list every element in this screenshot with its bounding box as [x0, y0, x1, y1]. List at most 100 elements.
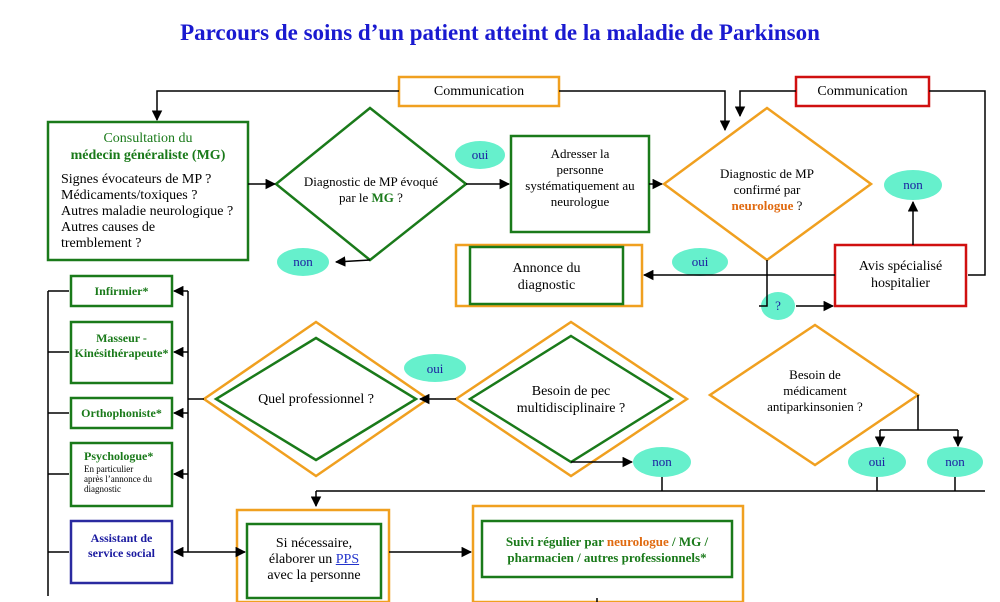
oval-non-4-label: non: [945, 454, 965, 469]
consultation-line1: Consultation du: [103, 131, 193, 146]
avis-line2: hospitalier: [870, 276, 931, 291]
communication-box-2: [794, 75, 931, 108]
oval-oui-4-label: oui: [868, 454, 886, 469]
diag-confirme-line3-post: ?: [793, 198, 803, 213]
consultation-q3: Autres maladie neurologique ?: [61, 204, 234, 219]
oval-question: [761, 292, 795, 320]
page-title: Parcours de soins d’un patient atteint d…: [180, 20, 820, 45]
psychologue-note-3: diagnostic: [84, 484, 121, 494]
oval-question-label: ?: [775, 298, 781, 313]
suivi-mg: MG: [678, 534, 702, 549]
communication-label-1: Communication: [433, 84, 525, 99]
suivi-box-inner: [480, 519, 734, 579]
psychologue-note-1: En particulier: [84, 464, 134, 474]
oval-oui-2-label: oui: [691, 254, 709, 269]
assistant-box: [69, 519, 174, 585]
annonce-line1: Annonce du: [512, 261, 581, 276]
connectors: [47, 90, 986, 602]
masseur-label: Masseur - Kinésithérapeute*: [71, 331, 172, 361]
quel-pro-diamond-inner: [213, 336, 419, 462]
infirmier-box: [69, 274, 174, 308]
pps-box-inner: [245, 522, 383, 600]
consultation-box: [46, 120, 250, 262]
avis-text: Avis spécialisé hospitalier: [835, 258, 966, 292]
masseur-line2: Kinésithérapeute*: [74, 346, 169, 360]
adresser-text: Adresser la personne systématiquement au…: [511, 146, 649, 210]
infirmier-label: Infirmier*: [94, 284, 149, 298]
diag-evoque-mg: MG: [371, 190, 394, 205]
suivi-sep1: /: [668, 534, 679, 549]
masseur-box: [69, 320, 174, 385]
adresser-line3: systématiquement au: [525, 178, 635, 193]
consultation-q2: Médicaments/toxiques ?: [61, 188, 198, 203]
annonce-box-inner: [468, 245, 625, 306]
assistant-label: Assistant de service social: [71, 531, 172, 561]
oval-non-2-label: non: [903, 177, 923, 192]
quel-pro-text: Quel professionnel ?: [258, 392, 374, 407]
consultation-title: Consultation du médecin généraliste (MG): [48, 130, 248, 164]
psychologue-box: [69, 441, 174, 508]
diag-evoque-text: Diagnostic de MP évoqué par le MG ?: [296, 174, 446, 206]
adresser-line1: Adresser la: [550, 146, 610, 161]
communication-label-2: Communication: [817, 84, 908, 99]
consultation-q1: Signes évocateurs de MP ?: [61, 172, 212, 187]
orthophoniste-label: Orthophoniste*: [81, 406, 162, 420]
oval-non-2: [884, 170, 942, 200]
adresser-line2: personne: [556, 162, 604, 177]
orthophoniste-box: [69, 396, 174, 430]
pps-link[interactable]: PPS: [335, 552, 360, 567]
assistant-line2: service social: [88, 546, 155, 560]
psychologue-label: Psychologue* En particulier après l’anno…: [84, 449, 172, 494]
suivi-line2: pharmacien / autres professionnels*: [507, 550, 707, 565]
adresser-line4: neurologue: [550, 194, 610, 209]
communication-box-1: [397, 75, 561, 108]
oval-oui-1-label: oui: [471, 147, 489, 162]
consultation-questions: Signes évocateurs de MP ? Médicaments/to…: [61, 172, 246, 252]
avis-box: [833, 243, 968, 308]
besoin-pec-text: Besoin de pec multidisciplinaire ?: [496, 383, 646, 417]
consultation-q4: Autres causes de: [61, 220, 156, 235]
besoin-med-text: Besoin de médicament antiparkinsonien ?: [735, 367, 895, 415]
assistant-line1: Assistant de: [90, 531, 153, 545]
oval-non-1: [277, 248, 329, 276]
suivi-sep2: /: [701, 534, 709, 549]
oval-non-3-label: non: [652, 454, 672, 469]
diag-evoque-line2-pre: par le: [339, 190, 372, 205]
pps-line1: Si nécessaire,: [275, 536, 353, 551]
oval-oui-3-label: oui: [426, 361, 444, 376]
psychologue-title: Psychologue*: [84, 449, 154, 463]
pps-line3: avec la personne: [267, 568, 361, 583]
diag-confirme-neurologue: neurologue: [731, 198, 794, 213]
consultation-q5: tremblement ?: [61, 236, 142, 251]
besoin-med-line2: médicament: [783, 383, 847, 398]
annonce-text: Annonce du diagnostic: [470, 260, 623, 294]
avis-line1: Avis spécialisé: [858, 259, 943, 274]
besoin-pec-line1: Besoin de pec: [531, 384, 611, 399]
pps-text: Si nécessaire, élaborer un PPS avec la p…: [247, 536, 381, 584]
besoin-med-line1: Besoin de: [789, 367, 841, 382]
besoin-med-line3: antiparkinsonien ?: [767, 399, 863, 414]
consultation-line2: médecin généraliste (MG): [70, 148, 226, 163]
diag-confirme-line1: Diagnostic de MP: [720, 166, 814, 181]
oval-oui-4: [848, 447, 906, 477]
masseur-line1: Masseur -: [96, 331, 147, 345]
oval-non-3: [633, 447, 691, 477]
suivi-text: Suivi régulier par neurologue / MG / pha…: [482, 534, 732, 566]
oval-non-1-label: non: [293, 254, 313, 269]
pps-line2-pre: élaborer un: [268, 552, 336, 567]
suivi-neurologue: neurologue: [606, 534, 669, 549]
besoin-pec-line2: multidisciplinaire ?: [516, 401, 626, 416]
oval-oui-3: [404, 354, 466, 382]
psychologue-note-2: après l’annonce du: [84, 474, 152, 484]
diag-evoque-line2-post: ?: [393, 190, 403, 205]
oval-oui-1: [455, 141, 505, 169]
oval-non-4: [927, 447, 983, 477]
besoin-med-diamond: [707, 323, 921, 467]
diag-confirme-text: Diagnostic de MP confirmé par neurologue…: [690, 166, 844, 214]
diag-evoque-line1: Diagnostic de MP évoqué: [303, 174, 439, 189]
annonce-line2: diagnostic: [517, 278, 576, 293]
diag-confirme-line2: confirmé par: [733, 182, 801, 197]
oval-oui-2: [672, 248, 728, 276]
suivi-line1-pre: Suivi régulier par: [505, 534, 607, 549]
